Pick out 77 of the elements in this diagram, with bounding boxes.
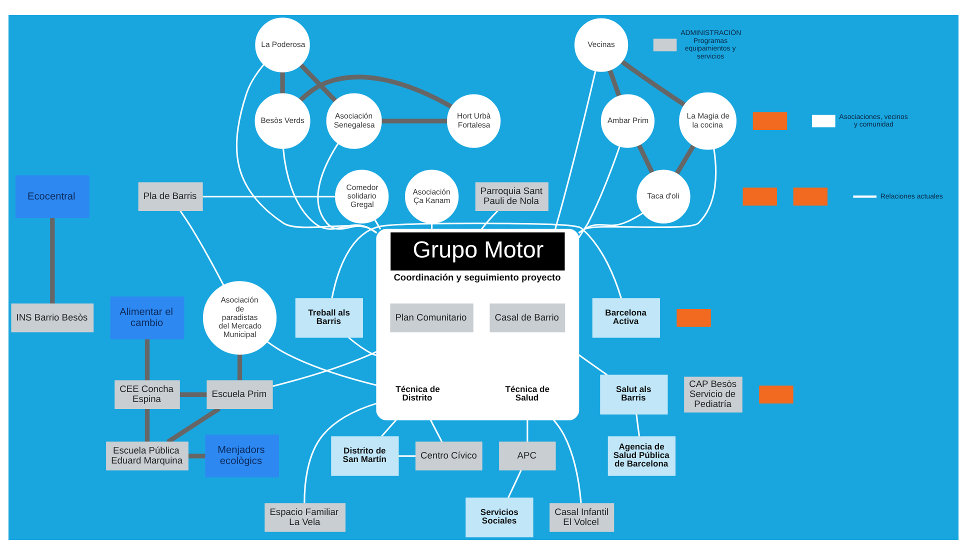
node-box: Escuela Pública Eduard Marquina — [106, 442, 188, 470]
node-box: APC — [499, 442, 556, 470]
connector — [180, 392, 207, 397]
node-box — [759, 386, 794, 404]
node-box: Casal Infantil El Volcel — [550, 503, 614, 532]
node-circle: Besòs Verds — [254, 93, 310, 149]
node-circle: Asociación Ça Kanam — [404, 170, 459, 224]
node-circle: Comedor solidario Gregal — [335, 170, 389, 224]
node-box — [752, 112, 788, 130]
connector — [578, 212, 644, 234]
node-box — [742, 188, 777, 206]
connector — [299, 63, 338, 103]
connector — [381, 419, 397, 437]
node-box: Centro Cívico — [415, 442, 482, 470]
connector — [526, 420, 528, 442]
connector — [381, 118, 448, 124]
node-box: Barcelona Activa — [592, 298, 660, 338]
node-box — [676, 308, 711, 327]
connector — [608, 69, 622, 97]
connector — [507, 470, 522, 498]
node-box: Ecocentral — [15, 175, 90, 218]
node-box: Espacio Familiar La Vela — [264, 503, 346, 532]
node-circle: La Magia de la cocina — [679, 92, 736, 150]
node-box — [793, 188, 828, 206]
connector — [430, 420, 443, 442]
connector — [266, 341, 377, 386]
connector — [552, 419, 582, 504]
node-box: Servicios Sociales — [466, 498, 534, 538]
node-circle: Asociación de paradistas del Mercado Municipal — [202, 281, 277, 355]
node-box: Salut als Barris — [600, 374, 668, 414]
connector — [636, 414, 640, 437]
connector — [554, 70, 596, 230]
node-box: Treball als Barris — [295, 298, 363, 338]
connector — [578, 148, 717, 234]
node-box: Agencia de Salud Pública de Barcelona — [608, 436, 676, 476]
node-box: Menjadors ecològics — [205, 434, 280, 478]
connector — [144, 339, 150, 381]
connector — [50, 218, 55, 304]
connector — [237, 354, 242, 380]
node-circle: Ambar Prim — [600, 94, 655, 148]
node-text: Técnica de Salud — [505, 384, 550, 403]
node-box: Alimentar el cambio — [110, 296, 184, 340]
connector — [272, 351, 377, 387]
connector — [188, 454, 206, 458]
node-box: INS Barrio Besòs — [11, 304, 94, 332]
node-circle: La Poderosa — [255, 18, 310, 72]
connector — [298, 74, 453, 109]
connector — [480, 210, 498, 230]
node-circle: Taca d'oli — [636, 170, 690, 224]
node-box: CEE Concha Espina — [114, 380, 180, 409]
connector — [374, 220, 382, 230]
connector — [180, 210, 224, 286]
connector — [620, 60, 686, 107]
node-box: Plan Comunitario — [390, 304, 474, 332]
node-box: Parroquia Sant Pauli de Nola — [475, 182, 548, 211]
connector — [202, 196, 336, 198]
node-circle: Hort Urbà Fortalesa — [446, 94, 501, 148]
connector — [304, 402, 377, 504]
connector — [282, 148, 378, 234]
node-box: Casal de Barrio — [490, 304, 566, 332]
connector — [636, 144, 654, 174]
connector — [348, 336, 377, 356]
node-box: Pla de Barris — [138, 182, 203, 211]
node-box: Escuela Prim — [206, 380, 273, 409]
connector — [674, 144, 696, 175]
connector — [144, 408, 150, 442]
connector — [578, 146, 620, 238]
connector — [317, 142, 378, 234]
node-box: CAP Besòs Servicio de Pediatría — [684, 376, 742, 412]
connector — [578, 354, 608, 376]
node-text: Técnica de Distrito — [396, 384, 440, 403]
connector — [280, 72, 285, 94]
connector — [236, 64, 378, 234]
node-box: Distrito de San Martín — [331, 436, 399, 476]
node-circle: Asociación Senegalesa — [326, 93, 382, 149]
node-circle: Vecinas — [574, 18, 628, 72]
connector — [398, 455, 416, 457]
